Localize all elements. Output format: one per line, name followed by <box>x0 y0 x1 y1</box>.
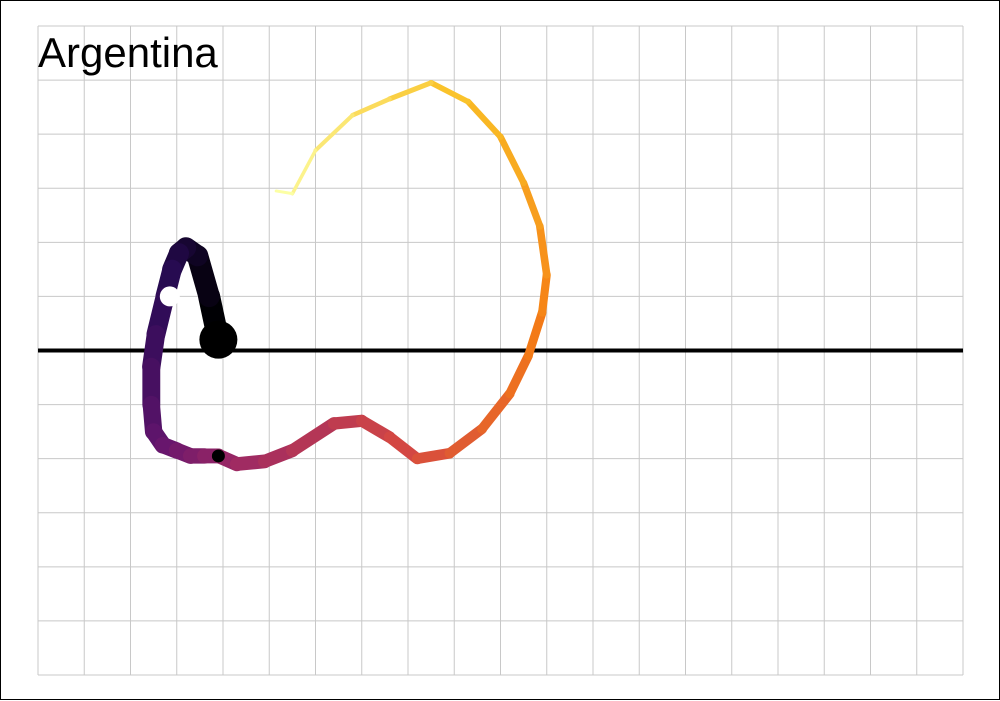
trajectory-segment <box>538 270 551 317</box>
trajectory-segment <box>505 351 533 399</box>
trajectory-segment <box>383 431 423 465</box>
markers <box>159 286 238 463</box>
trajectory-segment <box>274 189 294 196</box>
trajectory-segment <box>290 148 318 196</box>
trajectory-segment <box>411 447 455 465</box>
trajectory-segment <box>313 113 355 153</box>
trajectory-segment <box>523 308 547 361</box>
start-point-marker <box>199 320 238 359</box>
chart-title: Argentina <box>38 29 218 76</box>
trajectory-segment <box>497 133 527 187</box>
trajectory-segment <box>285 417 341 457</box>
trajectory-segment <box>350 96 392 118</box>
trajectory-segment <box>386 80 434 102</box>
data-point-marker <box>159 286 180 307</box>
trajectory-segment <box>477 388 515 434</box>
trajectory-segment <box>444 423 488 459</box>
trajectory-line <box>142 80 551 472</box>
trajectory-segment <box>465 98 504 140</box>
trajectory-segment <box>428 80 471 105</box>
trajectory-segment <box>536 222 551 279</box>
data-point-marker <box>211 449 225 463</box>
trajectory-segment <box>520 179 544 230</box>
